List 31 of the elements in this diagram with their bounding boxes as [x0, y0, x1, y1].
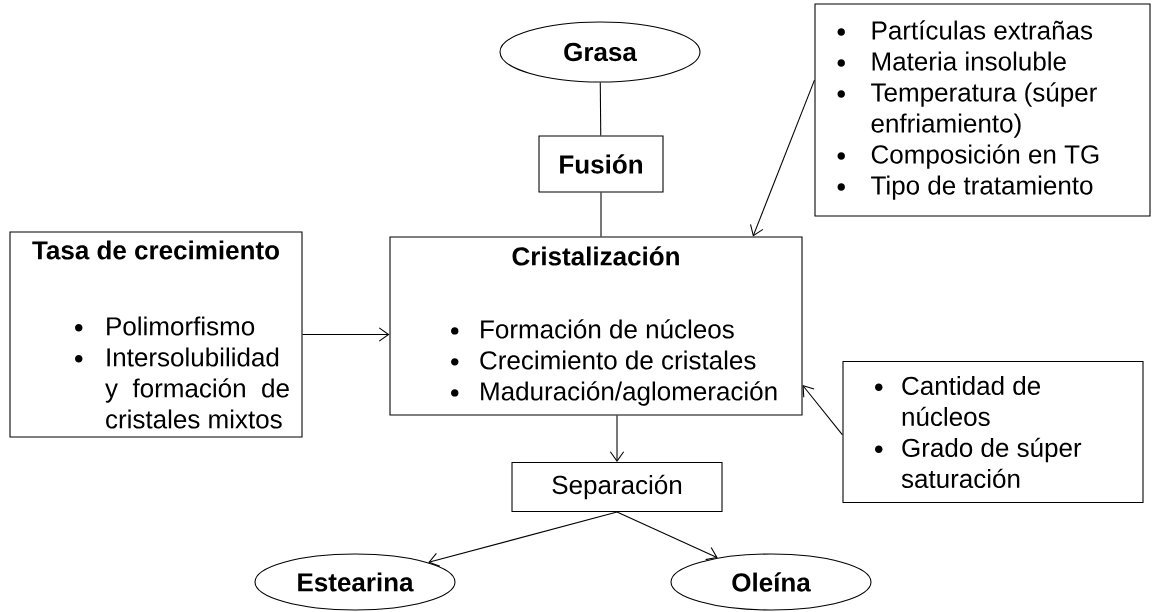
list-item: Materia insoluble	[872, 51, 1066, 71]
factor-box	[9, 231, 303, 438]
factor-box	[842, 360, 1144, 504]
list-item: Composición en TG	[871, 144, 1099, 169]
ellipse-node: Oleína	[670, 553, 872, 611]
connector-line	[600, 192, 602, 237]
arrow	[609, 415, 625, 462]
box-heading: Tasa de crecimiento	[32, 240, 279, 260]
process-box: Separación	[511, 461, 723, 513]
list-item: Polimorfismo	[107, 316, 255, 336]
factor-box	[814, 3, 1151, 217]
process-box: Fusión	[538, 135, 664, 193]
list-item: Maduración/aglomeración	[481, 381, 777, 406]
arrow	[750, 79, 815, 237]
list-item: Intersolubilidad y formación de cristales mixtos	[105, 347, 289, 429]
process-box	[389, 236, 803, 416]
ellipse-node: Grasa	[499, 21, 701, 83]
box-heading: Cristalización	[512, 246, 679, 266]
list-item: Crecimiento de cristales	[480, 350, 756, 370]
list-item: Grado de súper saturación	[901, 437, 1082, 489]
ellipse-node: Estearina	[254, 553, 456, 611]
list-item: Partículas extrañas	[872, 20, 1093, 40]
list-item: Formación de núcleos	[481, 319, 734, 339]
arrow	[802, 385, 843, 436]
list-item: Cantidad de núcleos	[902, 375, 1040, 427]
arrow	[616, 511, 718, 561]
list-item: Tipo de tratamiento	[871, 175, 1093, 200]
list-item: Temperatura (súper enfriamiento)	[871, 82, 1097, 138]
arrow	[428, 511, 618, 567]
arrow	[302, 327, 390, 342]
connector-line	[599, 82, 602, 136]
